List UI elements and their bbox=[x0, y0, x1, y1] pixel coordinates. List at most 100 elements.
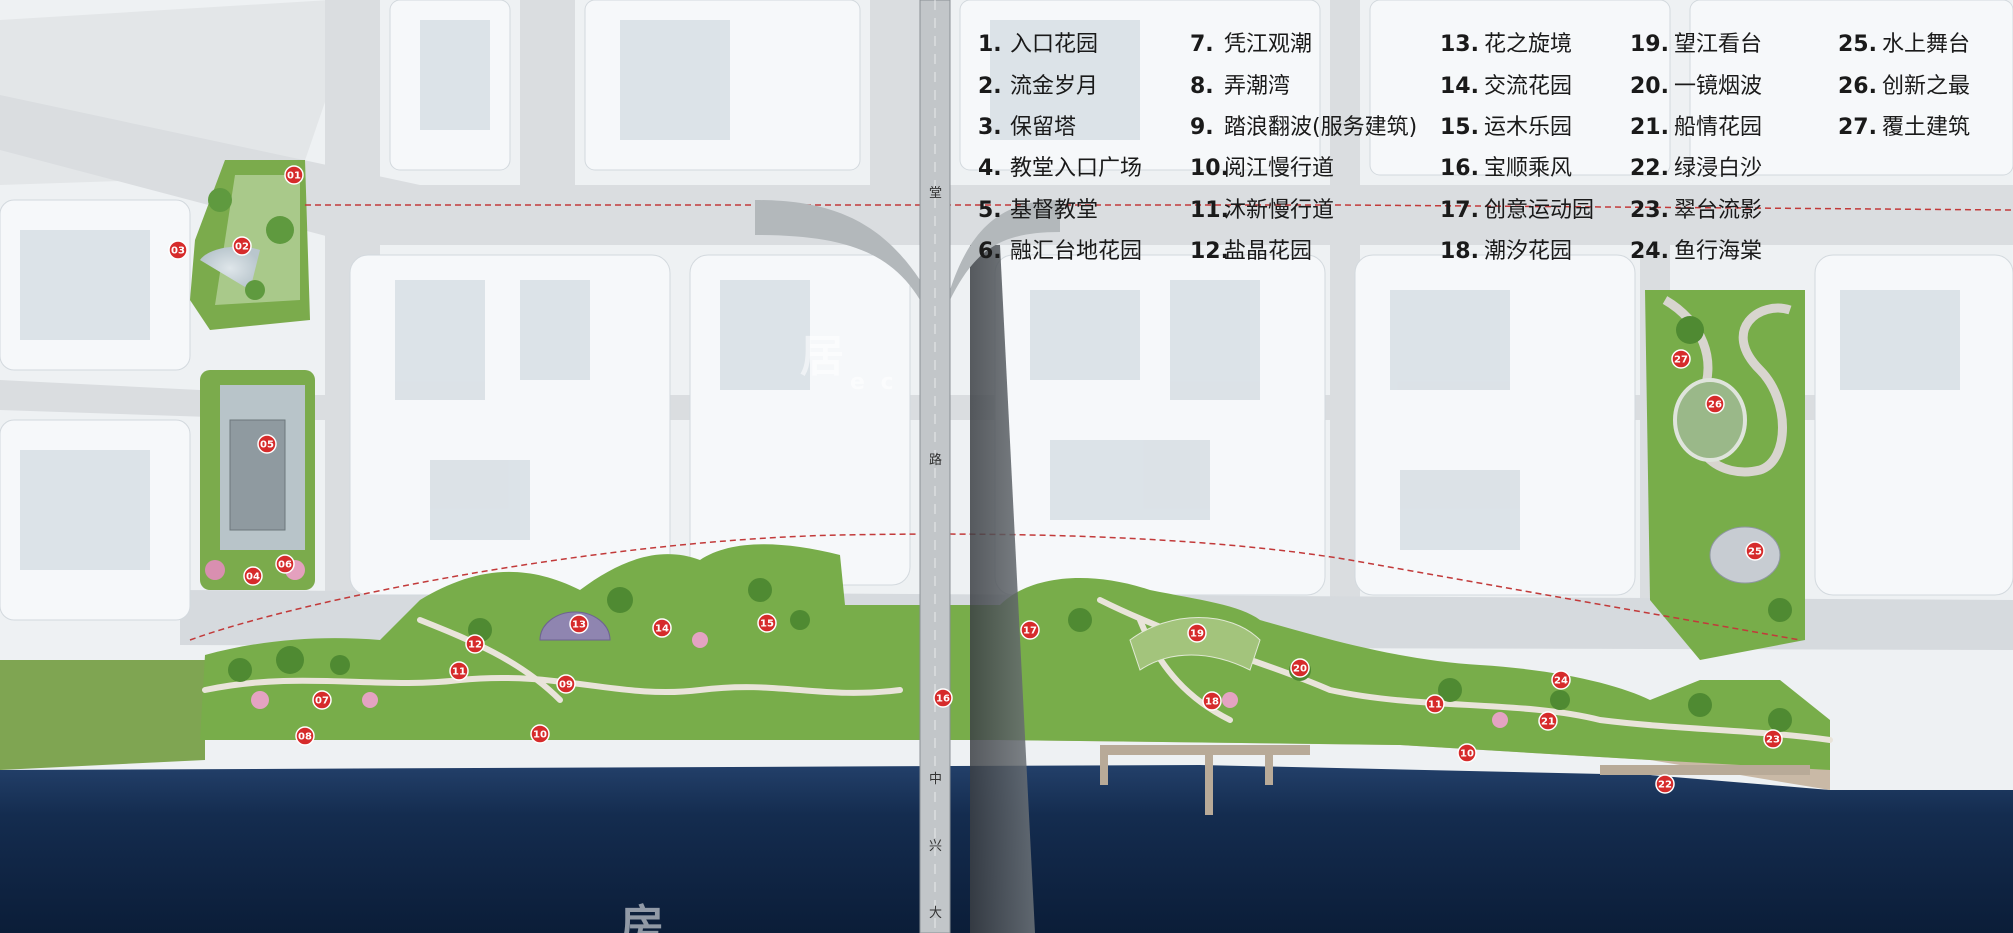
legend-item: 14.交流花园 bbox=[1440, 74, 1572, 102]
legend-number: 5. bbox=[978, 198, 1002, 223]
legend-item: 11.沐新慢行道 bbox=[1190, 198, 1334, 226]
legend-item: 21.船情花园 bbox=[1630, 115, 1762, 143]
block bbox=[1689, 0, 2013, 176]
legend-label: 船情花园 bbox=[1674, 115, 1763, 140]
watermark: 居 bbox=[800, 331, 848, 382]
road-char: 兴 bbox=[929, 839, 943, 854]
legend-item: 4.教堂入口广场 bbox=[978, 156, 1142, 184]
marker-label: 14 bbox=[655, 624, 669, 635]
marker-dot bbox=[1745, 541, 1765, 561]
site-marker: 25 bbox=[1745, 541, 1765, 561]
legend-label: 创意运动园 bbox=[1484, 198, 1595, 223]
marker-label: 02 bbox=[235, 242, 249, 253]
bridge-ramp bbox=[755, 200, 920, 300]
marker-label: 08 bbox=[298, 732, 312, 743]
legend-number: 25. bbox=[1838, 32, 1877, 57]
legend-item: 17.创意运动园 bbox=[1440, 198, 1594, 226]
road-char: 大 bbox=[929, 906, 943, 921]
legend-item: 8.弄潮湾 bbox=[1190, 74, 1290, 102]
site-marker: 14 bbox=[652, 618, 672, 638]
marker-dot bbox=[1538, 711, 1558, 731]
legend-number: 16. bbox=[1440, 156, 1479, 181]
marker-dot bbox=[1763, 729, 1783, 749]
legend-item: 15.运木乐园 bbox=[1440, 115, 1572, 143]
legend-item: 3.保留塔 bbox=[978, 115, 1076, 143]
legend-number: 12. bbox=[1190, 239, 1229, 264]
legend-item: 23.翠台流影 bbox=[1630, 198, 1762, 226]
marker-label: 06 bbox=[278, 560, 292, 571]
marker-dot bbox=[257, 434, 277, 454]
legend-number: 18. bbox=[1440, 239, 1479, 264]
legend-label: 望江看台 bbox=[1674, 32, 1763, 57]
legend-item: 7.凭江观潮 bbox=[1190, 32, 1312, 60]
legend-item: 13.花之旋境 bbox=[1440, 32, 1572, 60]
legend-number: 15. bbox=[1440, 115, 1479, 140]
marker-label: 15 bbox=[760, 619, 774, 630]
legend-number: 24. bbox=[1630, 239, 1669, 264]
site-marker: 09 bbox=[556, 674, 576, 694]
bridge-shadow bbox=[970, 245, 1035, 933]
site-marker: 01 bbox=[284, 165, 304, 185]
lawn bbox=[0, 660, 205, 770]
marker-dot bbox=[757, 613, 777, 633]
site-marker: 05 bbox=[257, 434, 277, 454]
marker-dot bbox=[1425, 694, 1445, 714]
site-marker: 27 bbox=[1671, 349, 1691, 369]
upper-street bbox=[0, 95, 2013, 245]
site-marker: 04 bbox=[243, 566, 263, 586]
marker-label: 25 bbox=[1748, 547, 1762, 558]
site-boundary bbox=[189, 204, 2013, 641]
marker-label: 20 bbox=[1293, 664, 1307, 675]
marker-label: 05 bbox=[260, 440, 274, 451]
legend-label: 交流花园 bbox=[1484, 74, 1573, 99]
site-marker: 02 bbox=[232, 236, 252, 256]
parcel-innovation bbox=[1645, 290, 1805, 660]
marker-label: 26 bbox=[1708, 400, 1722, 411]
building-shadows bbox=[20, 20, 1960, 570]
marker-dot bbox=[1187, 623, 1207, 643]
legend-item: 5.基督教堂 bbox=[978, 198, 1098, 226]
marker-label: 23 bbox=[1766, 735, 1780, 746]
marker-dot bbox=[465, 634, 485, 654]
marker-dot bbox=[168, 240, 188, 260]
site-marker: 13 bbox=[569, 614, 589, 634]
site-marker: 06 bbox=[275, 554, 295, 574]
road-char: 中 bbox=[929, 772, 943, 787]
legend-item: 9.踏浪翻波(服务建筑) bbox=[1190, 115, 1417, 143]
marker-label: 22 bbox=[1658, 780, 1672, 791]
site-marker: 03 bbox=[168, 240, 188, 260]
legend-label: 一镜烟波 bbox=[1674, 74, 1763, 99]
stepped-terraces bbox=[1129, 617, 1261, 671]
site-marker: 11 bbox=[449, 661, 469, 681]
marker-dot bbox=[232, 236, 252, 256]
parcel-church bbox=[200, 370, 315, 590]
marker-dot bbox=[652, 618, 672, 638]
site-marker: 15 bbox=[757, 613, 777, 633]
marker-label: 17 bbox=[1023, 626, 1037, 637]
legend-label: 入口花园 bbox=[1010, 32, 1099, 57]
legend-label: 宝顺乘风 bbox=[1484, 156, 1573, 181]
marker-dot bbox=[275, 554, 295, 574]
legend-number: 26. bbox=[1838, 74, 1877, 99]
legend-label: 弄潮湾 bbox=[1224, 74, 1291, 99]
legend-number: 11. bbox=[1190, 198, 1229, 223]
marker-label: 10 bbox=[533, 730, 547, 741]
site-marker: 18 bbox=[1202, 691, 1222, 711]
site-marker: 16 bbox=[933, 688, 953, 708]
marker-dot bbox=[1202, 691, 1222, 711]
legend-label: 盐晶花园 bbox=[1224, 239, 1313, 264]
marker-dot bbox=[556, 674, 576, 694]
marker-label: 01 bbox=[287, 171, 301, 182]
legend-number: 1. bbox=[978, 32, 1002, 57]
marker-dot bbox=[1457, 743, 1477, 763]
marker-label: 27 bbox=[1674, 355, 1688, 366]
marker-label: 11 bbox=[1428, 700, 1442, 711]
legend-item: 26.创新之最 bbox=[1838, 74, 1970, 102]
legend-number: 27. bbox=[1838, 115, 1877, 140]
legend-label: 沐新慢行道 bbox=[1224, 198, 1335, 223]
legend-item: 10.阅江慢行道 bbox=[1190, 156, 1334, 184]
marker-label: 03 bbox=[171, 246, 185, 257]
legend-number: 21. bbox=[1630, 115, 1669, 140]
legend-item: 22.绿浸白沙 bbox=[1630, 156, 1762, 184]
